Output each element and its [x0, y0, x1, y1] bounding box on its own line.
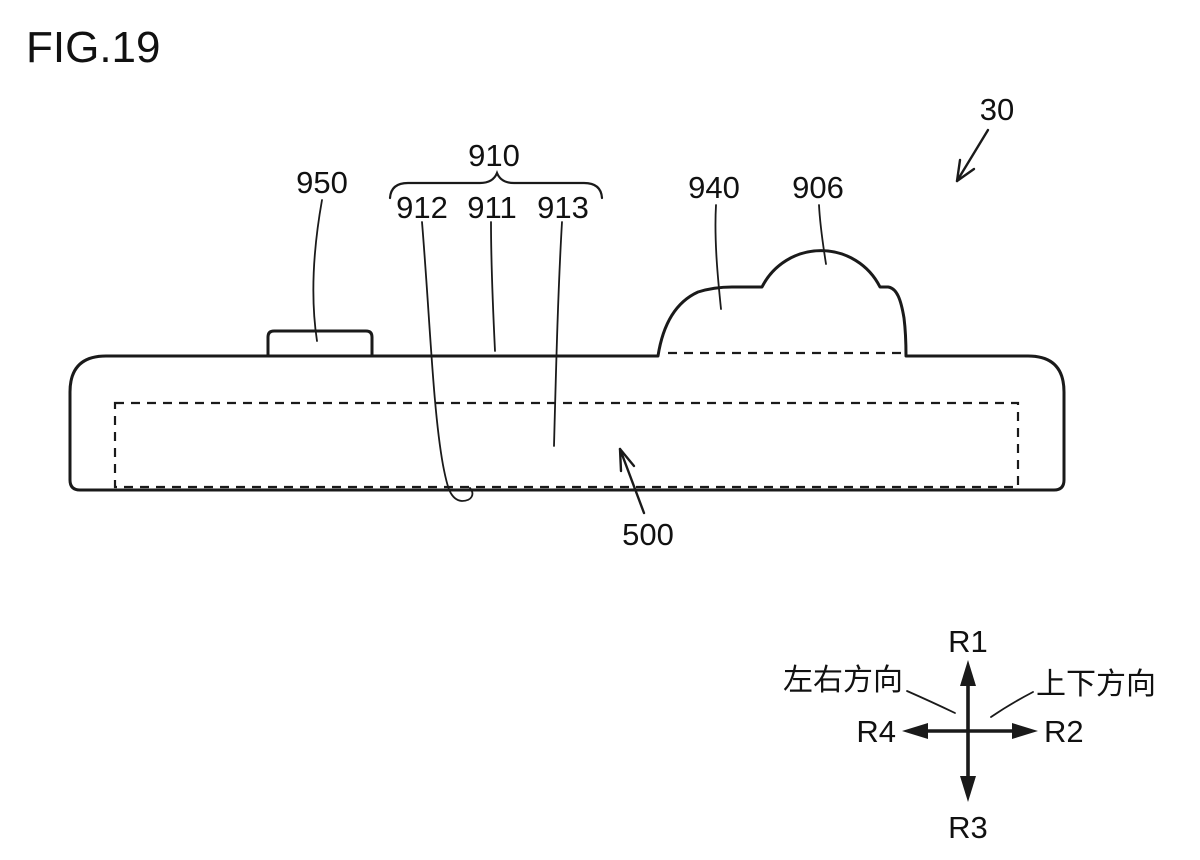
label-950: 950 [296, 165, 348, 200]
direction-left-arrowhead [902, 723, 928, 739]
label-913: 913 [537, 190, 589, 225]
label-vertical-direction: 上下方向 [1036, 668, 1156, 701]
label-500: 500 [622, 517, 674, 552]
device-body-outline [68, 249, 1066, 492]
label-911: 911 [467, 190, 516, 225]
label-r3: R3 [948, 810, 988, 845]
label-horizontal-direction: 左右方向 [783, 664, 903, 697]
internal-component-dashed-outline [113, 401, 1020, 489]
label-940: 940 [688, 170, 740, 205]
brace-910 [388, 170, 604, 200]
direction-right-arrowhead [1012, 723, 1038, 739]
direction-indicator: R1 R3 R4 R2 左右方向 上下方向 [783, 624, 1156, 845]
direction-up-arrowhead [960, 660, 976, 686]
direction-down-arrowhead [960, 776, 976, 802]
figure-title: FIG.19 [26, 23, 161, 72]
label-30: 30 [980, 92, 1014, 127]
leader-912 [421, 221, 474, 502]
leader-940 [714, 204, 722, 310]
label-912: 912 [396, 190, 448, 225]
leader-906 [818, 204, 827, 265]
label-910: 910 [468, 138, 520, 173]
label-r2: R2 [1044, 714, 1084, 749]
leader-horizontal-axis-label [906, 690, 956, 714]
button-950-shape [266, 329, 374, 358]
arrowhead-500 [618, 447, 636, 473]
label-r4: R4 [856, 714, 896, 749]
leader-911 [490, 221, 496, 352]
label-906: 906 [792, 170, 844, 205]
leader-913 [553, 221, 563, 447]
arrow-30 [955, 128, 990, 183]
arrowhead-30 [955, 158, 976, 183]
arrow-500 [618, 447, 646, 515]
label-r1: R1 [948, 624, 988, 659]
leader-950 [312, 199, 323, 342]
leader-vertical-axis-label [990, 691, 1034, 718]
